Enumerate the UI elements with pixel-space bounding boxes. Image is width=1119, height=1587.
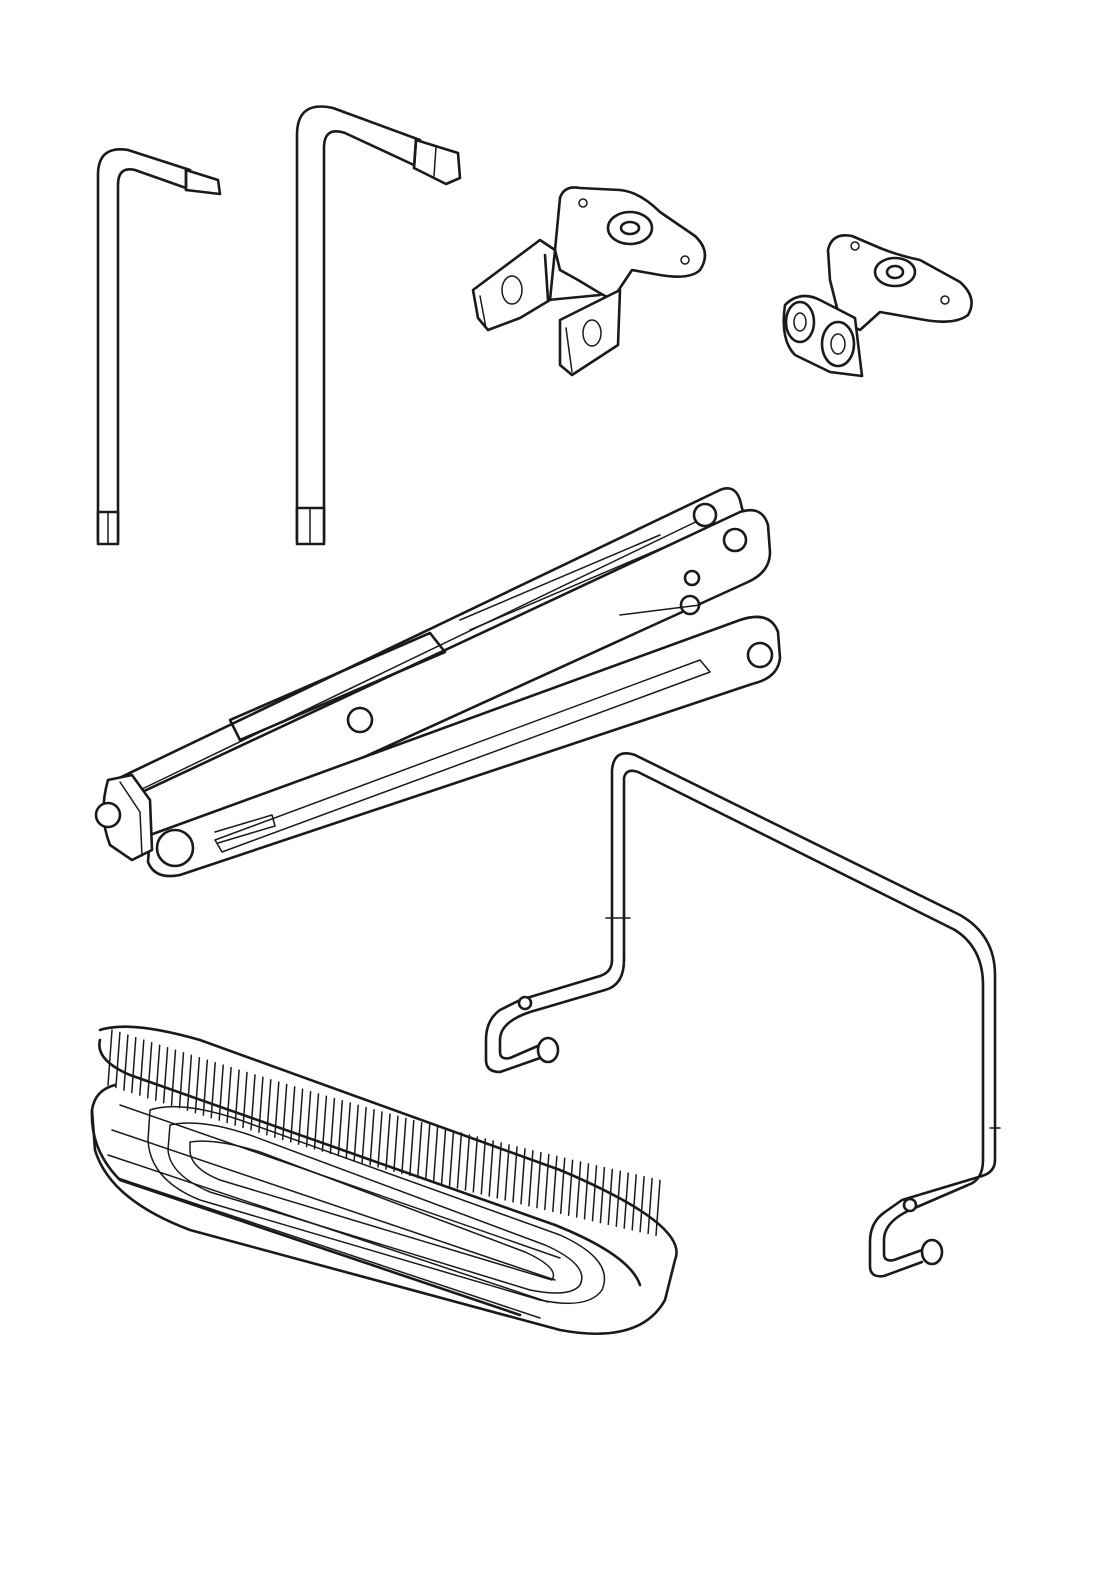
- strap-hatch-line: [410, 1121, 414, 1176]
- strap-hatch-line: [497, 1143, 501, 1198]
- strap-hatch-line: [577, 1162, 581, 1217]
- strap-hatch-line: [593, 1166, 597, 1221]
- strap-hatch-line: [648, 1179, 652, 1234]
- strap-hatch-line: [267, 1080, 271, 1135]
- hex-key-small-icon: [98, 149, 220, 544]
- strap-hatch-line: [275, 1082, 279, 1137]
- strap-hatch-line: [243, 1073, 247, 1128]
- strap-hatch-line: [362, 1108, 366, 1163]
- strap-hatch-line: [656, 1180, 660, 1235]
- strap-hatch-line: [442, 1129, 446, 1184]
- strap-hatch-line: [338, 1101, 342, 1156]
- strap-hatch-line: [195, 1058, 199, 1113]
- strap-hatch-line: [608, 1169, 612, 1224]
- strap-hatch-line: [434, 1127, 438, 1182]
- strap-hatch-line: [251, 1075, 255, 1130]
- strap-hatch-line: [346, 1103, 350, 1158]
- strap-hatch-line: [259, 1077, 263, 1132]
- strap-hatch-line: [211, 1063, 215, 1118]
- strap-hatch-line: [227, 1068, 231, 1123]
- bracket-clip-icon: [473, 187, 705, 375]
- strap-hatch-line: [172, 1050, 176, 1105]
- strap-hatch-line: [140, 1040, 144, 1095]
- strap-hatch-line: [219, 1065, 223, 1120]
- strap-hatch-line: [354, 1105, 358, 1160]
- strap-hatch-line: [569, 1160, 573, 1215]
- strap-hatch-line: [426, 1125, 430, 1180]
- strap-hatch-line: [418, 1123, 422, 1178]
- strap-hatch-line: [561, 1158, 565, 1213]
- strap-hatch-line: [370, 1110, 374, 1165]
- strap-hatch-line: [124, 1035, 128, 1090]
- bracket-eyelet-icon: [784, 235, 972, 376]
- strap-hatch-line: [180, 1053, 184, 1108]
- strap-hatch-line: [203, 1060, 207, 1115]
- strap-hatch-line: [632, 1175, 636, 1230]
- wire-frame-icon: [486, 753, 1000, 1276]
- strap-hatch-line: [156, 1045, 160, 1100]
- strap-hatch-line: [481, 1139, 485, 1194]
- strap-hatch-line: [457, 1133, 461, 1188]
- strap-hatch-line: [187, 1055, 191, 1110]
- strap-hatch-line: [116, 1033, 120, 1088]
- strap-hatch-line: [402, 1118, 406, 1173]
- strap-hatch-line: [553, 1156, 557, 1211]
- strap-hatch-line: [450, 1131, 454, 1186]
- hex-key-large-icon: [297, 107, 460, 544]
- strap-hatch-line: [505, 1145, 509, 1200]
- strap-hatch-line: [600, 1168, 604, 1223]
- strap-hatch-line: [489, 1141, 493, 1196]
- strap-hatch-line: [545, 1155, 549, 1210]
- strap-hatch-line: [465, 1135, 469, 1190]
- strap-hatch-line: [132, 1038, 136, 1093]
- folding-arm-icon: [96, 488, 780, 876]
- strap-hatch-line: [235, 1070, 239, 1125]
- strap-hatch-line: [585, 1164, 589, 1219]
- strap-hatch-line: [640, 1177, 644, 1232]
- strap-hatch-line: [148, 1043, 152, 1098]
- strap-hatch-line: [164, 1048, 168, 1103]
- strap-coil-icon: [92, 1027, 677, 1334]
- strap-hatch-line: [386, 1114, 390, 1169]
- strap-hatch-line: [473, 1137, 477, 1192]
- strap-hatch-line: [513, 1147, 517, 1202]
- strap-hatch-line: [108, 1030, 112, 1085]
- strap-hatch-line: [378, 1112, 382, 1167]
- strap-hatch-line: [394, 1116, 398, 1171]
